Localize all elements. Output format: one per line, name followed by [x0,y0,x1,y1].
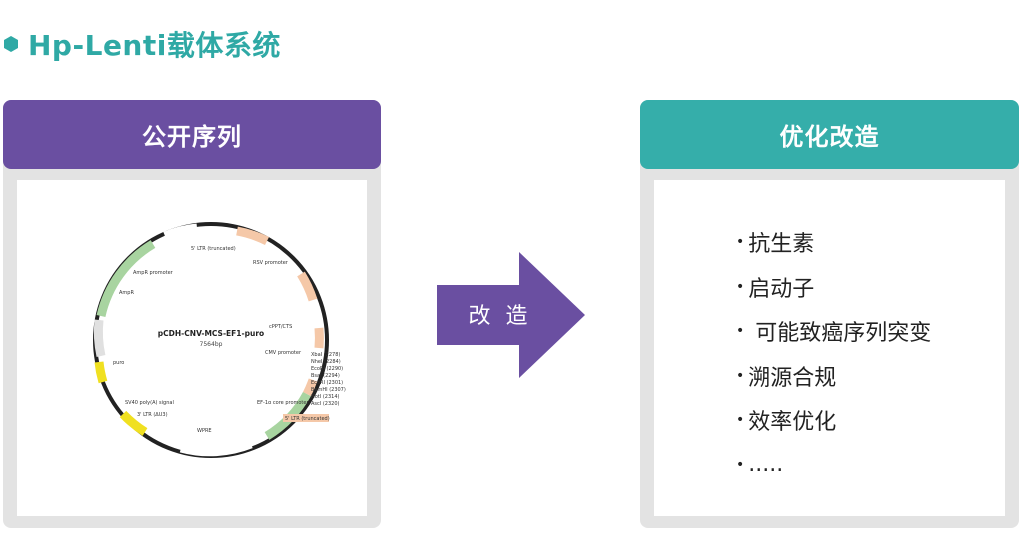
label-sv40: SV40 poly(A) signal [125,400,174,406]
label-3ltr: 3' LTR (ΔU3) [137,412,168,418]
feature-sv40 [119,410,148,436]
site-xbai: XbaI (2278) [311,352,340,358]
site-ecori-2: EcoRI (2301) [311,380,343,386]
optimization-heading: 优化改造 [640,100,1019,169]
bullet-dot-icon: • [736,456,745,473]
label-5ltr: 5' LTR (truncated) [191,246,236,252]
feature-f1-ori [94,361,108,384]
bullet-dot-icon: • [736,323,745,340]
list-item: • 可能致癌序列突变 [736,309,931,354]
public-sequence-heading: 公开序列 [3,100,381,169]
feature-wpre [179,439,253,457]
list-item-text: 启动子 [748,276,815,302]
label-rsv: RSV promoter [253,260,289,266]
list-item: •溯源合规 [736,354,931,399]
list-item-text: 抗生素 [748,232,815,258]
plasmid-map-container: pCDH-CNV-MCS-EF1-puro 7564bp 5' LTR (tru… [17,180,367,516]
label-ef1a: EF-1α core promoter [257,400,309,406]
label-ampr: AmpR [119,290,134,296]
hexagon-bullet-icon [4,36,18,52]
site-nhei: NheI (2284) [311,359,341,365]
site-noti: NotI (2314) [311,394,339,400]
site-bsai: BsaI (2294) [311,373,340,379]
optimization-panel: 优化改造 •抗生素 •启动子 • 可能致癌序列突变 •溯源合规 •效率优化 •.… [640,100,1019,528]
feature-5ltr [236,226,270,246]
label-cppt: cPPT/CTS [269,324,292,330]
list-item: •抗生素 [736,220,931,265]
list-item: •效率优化 [736,398,931,443]
page-title: Hp-Lenti载体系统 [28,29,281,62]
feature-ef1a [302,378,318,397]
label-wpre: WPRE [197,428,212,434]
list-item-text: 可能致癌序列突变 [748,321,932,347]
feature-ampr-promoter [163,223,198,241]
public-sequence-panel: 公开序列 pCDH-CNV-MCS-EF1-puro 7564bp 5' LTR… [3,100,381,528]
feature-ampr [96,240,156,318]
bullet-dot-icon: • [736,278,745,295]
list-item: •启动子 [736,265,931,310]
bullet-dot-icon: • [736,367,745,384]
optimization-list: •抗生素 •启动子 • 可能致癌序列突变 •溯源合规 •效率优化 •..... [736,220,931,487]
plasmid-map: pCDH-CNV-MCS-EF1-puro 7564bp 5' LTR (tru… [93,222,346,458]
label-ltr-truncated: 5' LTR (truncated) [285,416,330,422]
bullet-dot-icon: • [736,234,745,251]
plasmid-name: pCDH-CNV-MCS-EF1-puro [158,329,264,338]
label-cmv: CMV promoter [265,350,302,356]
ltr-truncated-box [283,414,329,422]
bullet-dot-icon: • [736,412,745,429]
list-item-text: 效率优化 [748,410,837,436]
feature-ori [93,319,106,357]
optimization-list-container: •抗生素 •启动子 • 可能致癌序列突变 •溯源合规 •效率优化 •..... [654,180,1005,516]
list-item: •..... [736,443,931,488]
arrow-icon [437,252,585,378]
page-title-row: Hp-Lenti载体系统 [4,24,281,64]
transform-arrow [437,252,585,378]
site-ecori: EcoRI (2290) [311,366,343,372]
label-ampr-promoter: AmpR promoter [133,270,174,276]
plasmid-size: 7564bp [200,341,223,348]
site-bamhi: BamHI (2307) [311,387,346,393]
list-item-text: 溯源合规 [748,365,837,391]
arrow-label: 改 造 [468,304,532,329]
label-puro-side: puro [113,360,124,366]
site-asci: AscI (2320) [311,401,340,407]
feature-rre [297,271,318,302]
list-item-text: ..... [748,452,784,478]
